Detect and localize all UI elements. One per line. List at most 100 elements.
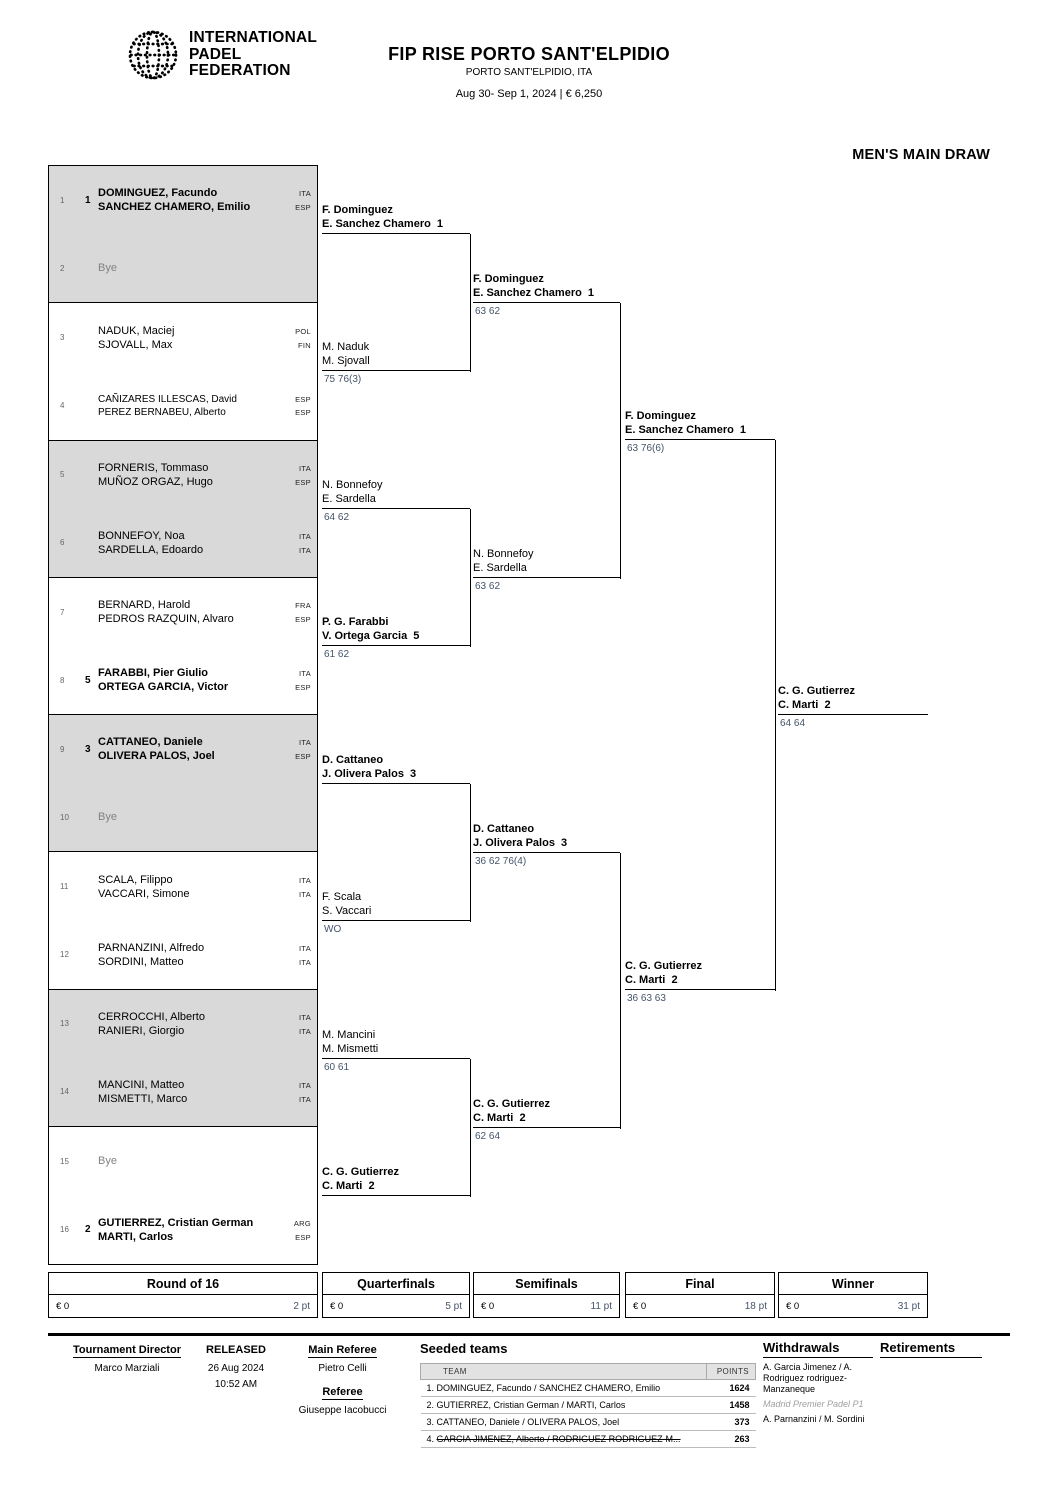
player-name: PEDROS RAZQUIN, Alvaro — [98, 613, 234, 626]
slot-position: 6 — [60, 538, 65, 548]
player-name: SJOVALL, Max — [98, 338, 173, 351]
logo-line: PADEL — [189, 45, 242, 63]
round-prize: € 0 — [481, 1300, 495, 1312]
country-code: ESP — [295, 477, 311, 487]
slot-position: 13 — [60, 1019, 69, 1029]
player-name: MISMETTI, Marco — [98, 1092, 188, 1105]
round-label: Semifinals — [474, 1273, 619, 1295]
match-score: 75 76(3) — [324, 374, 362, 385]
seeded-team-name: DOMINGUEZ, Facundo / SANCHEZ CHAMERO, Em… — [436, 1383, 661, 1393]
player-name: CAÑIZARES ILLESCAS, David — [98, 393, 237, 405]
team-names: CATTANEO, Daniele ITA OLIVERA PALOS, Joel… — [98, 734, 317, 764]
seeded-team-points: 1458 — [706, 1396, 756, 1414]
withdrawals-title: Withdrawals — [763, 1340, 873, 1358]
country-code: ITA — [298, 957, 311, 967]
match-score: 61 62 — [324, 649, 350, 660]
country-code: ITA — [298, 738, 311, 748]
released-date: 26 Aug 2024 — [207, 1363, 265, 1374]
player-name: GUTIERREZ, Cristian German — [98, 1216, 254, 1229]
country-code: ESP — [295, 615, 311, 625]
slot-position: 5 — [60, 470, 65, 480]
bye-label: Bye — [98, 1155, 117, 1168]
player-name: CATTANEO, Daniele — [98, 736, 203, 749]
player-name: CERROCCHI, Alberto — [98, 1010, 205, 1023]
player-name: SCALA, Filippo — [98, 873, 173, 886]
draw-slot: 10 Bye — [49, 783, 317, 853]
player-name: MANCINI, Matteo — [98, 1078, 185, 1091]
logo-line: INTERNATIONAL — [189, 29, 318, 47]
withdrawals-section: Withdrawals A. Garcia Jimenez / A. Rodri… — [763, 1340, 873, 1425]
match-score: 64 62 — [324, 512, 350, 523]
country-code: ESP — [295, 394, 311, 404]
player-name: RANIERI, Giorgio — [98, 1024, 185, 1037]
country-code: ITA — [298, 669, 311, 679]
draw-slot: 15 Bye — [49, 1127, 317, 1196]
match-score: 63 76(6) — [627, 443, 665, 454]
round-points: 31 pt — [897, 1300, 920, 1312]
seeded-teams-table: TEAM POINTS 1. DOMINGUEZ, Facundo / SANC… — [419, 1363, 756, 1448]
retirements-title: Retirements — [880, 1340, 982, 1358]
main-referee-label: Main Referee — [308, 1344, 377, 1358]
round-prize: € 0 — [56, 1300, 70, 1312]
player-name: MARTI, Carlos — [98, 1230, 174, 1243]
logo-line: FEDERATION — [189, 62, 291, 80]
bracket-connector — [470, 784, 471, 922]
player-name: SARDELLA, Edoardo — [98, 543, 204, 556]
tournament-director-label: Tournament Director — [73, 1344, 181, 1358]
match-score: WO — [324, 924, 342, 935]
match-score — [322, 1196, 470, 1199]
slot-position: 16 — [60, 1225, 69, 1235]
match-score: 60 61 — [324, 1062, 350, 1073]
player-name: NADUK, Maciej — [98, 324, 175, 337]
draw-slot: 2 Bye — [49, 234, 317, 304]
country-code: ITA — [298, 1026, 311, 1036]
match-score: 62 64 — [475, 1131, 501, 1142]
round-label: Winner — [779, 1273, 927, 1295]
ipf-logo: INTERNATIONAL PADEL FEDERATION — [126, 28, 317, 82]
seed-number: 2 — [85, 1224, 91, 1236]
country-code: ITA — [298, 189, 311, 199]
round-points: 5 pt — [445, 1300, 462, 1312]
match-score: 63 62 — [475, 581, 501, 592]
match-score: 36 63 63 — [627, 993, 666, 1004]
country-code: ITA — [298, 463, 311, 473]
player-name: OLIVERA PALOS, Joel — [98, 750, 215, 763]
country-code: ITA — [298, 943, 311, 953]
slot-position: 15 — [60, 1156, 69, 1166]
bracket-connector — [470, 234, 471, 372]
country-code: ITA — [298, 875, 311, 885]
seed-number: 3 — [85, 743, 91, 755]
seeded-team-name: CATTANEO, Daniele / OLIVERA PALOS, Joel — [436, 1417, 620, 1427]
tournament-title: FIP RISE PORTO SANT'ELPIDIO — [388, 44, 670, 64]
country-code: FRA — [295, 601, 311, 611]
player-name: BERNARD, Harold — [98, 599, 191, 612]
country-code: ESP — [295, 203, 311, 213]
slot-position: 1 — [60, 195, 65, 205]
slot-position: 10 — [60, 812, 69, 822]
ipf-logo-text: INTERNATIONAL PADEL FEDERATION — [189, 30, 317, 80]
round-points: 11 pt — [590, 1300, 613, 1312]
player-name: VACCARI, Simone — [98, 887, 190, 900]
round-points: 2 pt — [293, 1300, 310, 1312]
